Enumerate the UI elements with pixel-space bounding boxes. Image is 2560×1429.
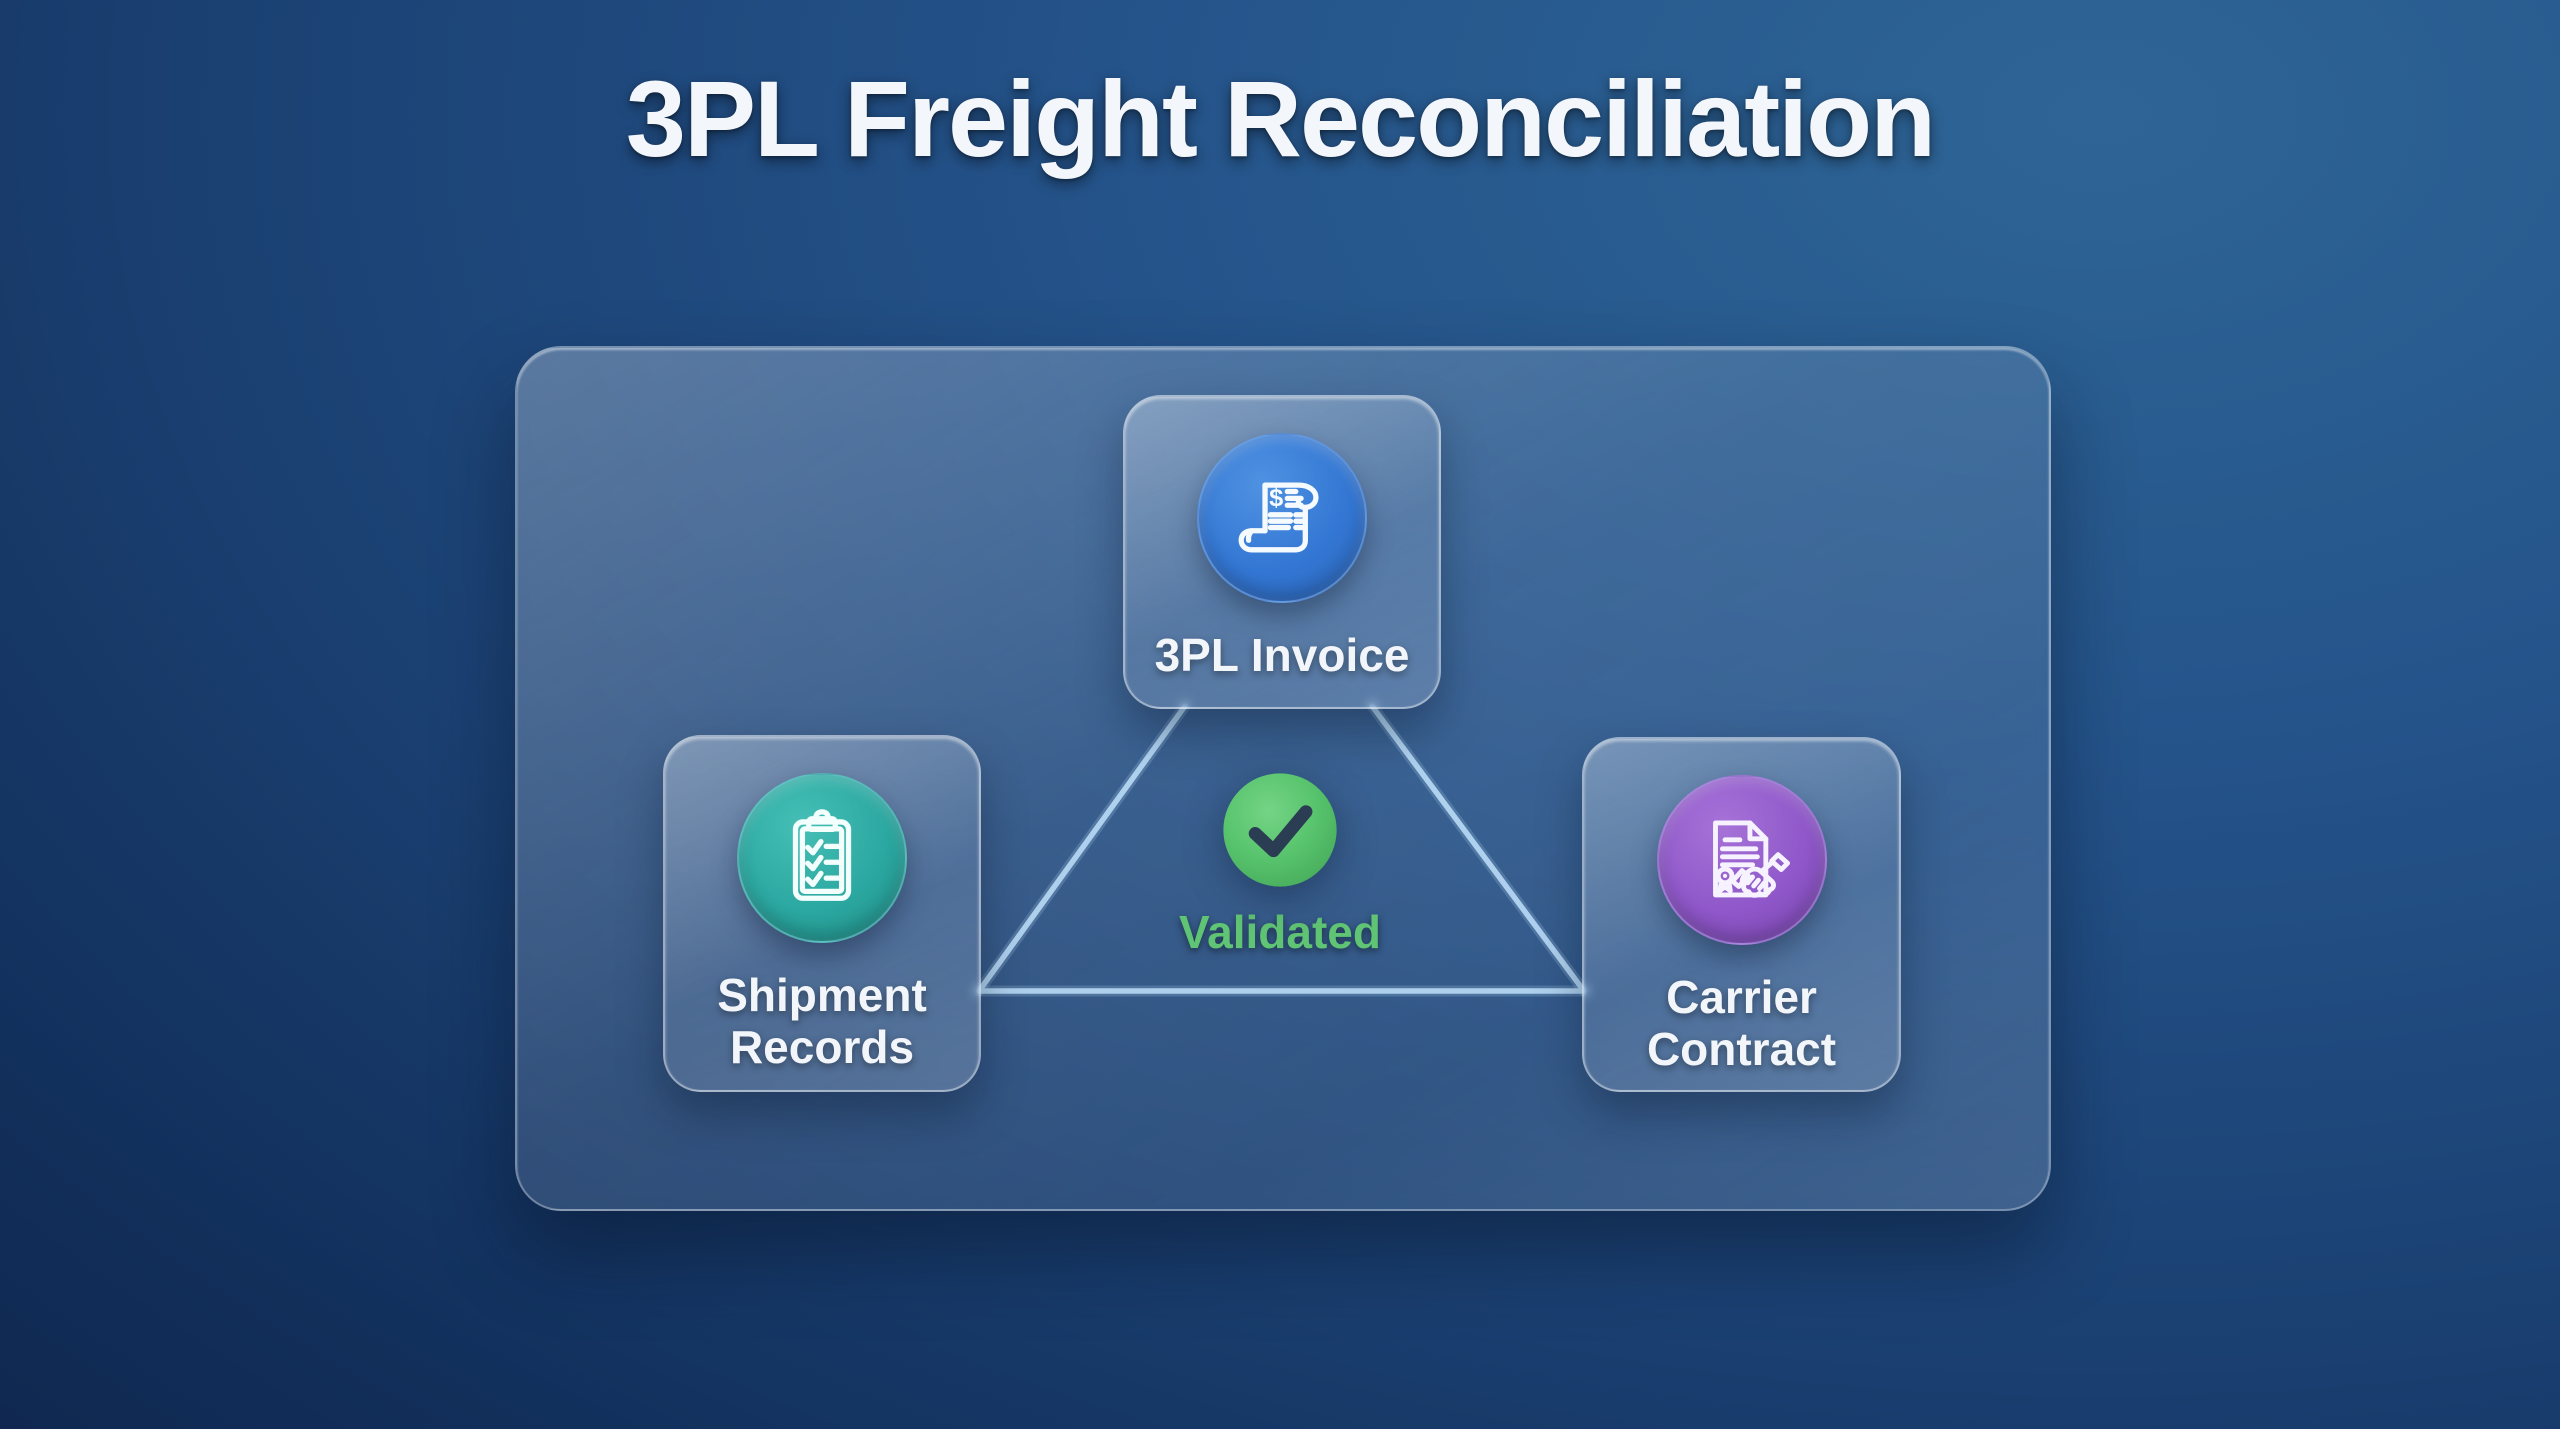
svg-text:$: $ xyxy=(1269,484,1283,512)
page-title: 3PL Freight Reconciliation xyxy=(625,58,1936,179)
contract-handshake-icon xyxy=(1712,820,1790,898)
shipment-badge xyxy=(737,773,907,943)
node-label-3pl-invoice: 3PL Invoice xyxy=(1154,629,1410,681)
check-circle-icon xyxy=(1223,773,1337,887)
validated-group: Validated xyxy=(1160,771,1400,959)
invoice-badge: $ xyxy=(1197,433,1367,603)
clipboard-check-icon xyxy=(792,809,852,901)
invoice-scroll-icon: $ xyxy=(1238,482,1319,553)
node-card-carrier-contract: Carrier Contract xyxy=(1582,737,1901,1092)
node-card-3pl-invoice: $ 3PL Invoice xyxy=(1123,395,1441,709)
node-label-carrier-contract: Carrier Contract xyxy=(1646,971,1837,1076)
validated-label: Validated xyxy=(1179,906,1381,958)
node-label-shipment-records: Shipment Records xyxy=(717,969,927,1074)
node-card-shipment-records: Shipment Records xyxy=(663,735,981,1092)
contract-badge xyxy=(1656,775,1827,945)
